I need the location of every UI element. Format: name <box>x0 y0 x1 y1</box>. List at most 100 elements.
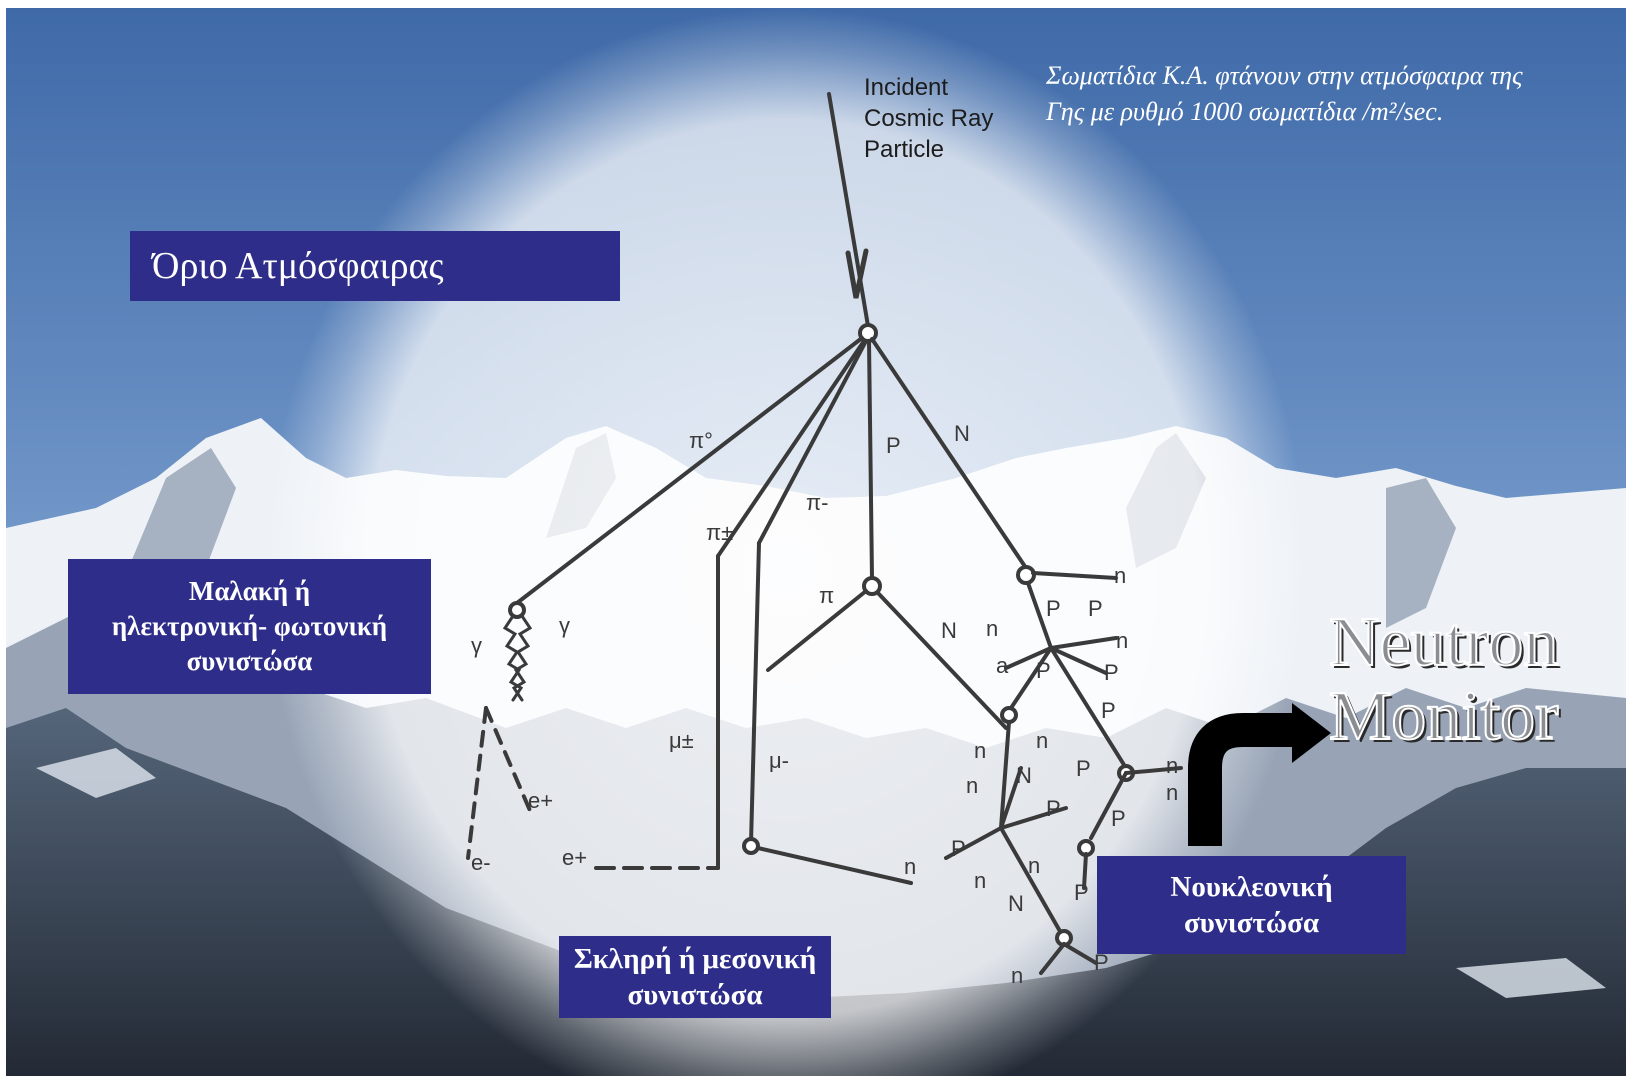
vertex-N1 <box>1016 565 1036 585</box>
label-p-9: P <box>1094 950 1109 975</box>
label-pi: π <box>819 583 834 608</box>
incident-line-2: Cosmic Ray <box>864 105 994 132</box>
label-n-13: n <box>1011 963 1023 988</box>
track-p8 <box>1062 942 1098 965</box>
track-n8 <box>1039 942 1066 975</box>
gamma-right <box>511 614 533 702</box>
label-N: N <box>954 421 970 446</box>
label-P-2: P <box>1088 596 1103 621</box>
nucleonic-component-box: Νουκλεονική συνιστώσα <box>1097 856 1406 954</box>
incident-line-1: Incident <box>864 74 949 101</box>
label-n-7: n <box>1166 753 1178 778</box>
track-p2 <box>1049 646 1108 675</box>
label-p-5: P <box>1101 698 1116 723</box>
vertex-N2 <box>1000 706 1018 724</box>
track-N <box>870 337 1028 570</box>
nucleonic-component-line-2: συνιστώσα <box>1183 907 1320 939</box>
track-pi0 <box>515 336 864 605</box>
neutron-monitor-title: Neutron Monitor <box>1328 604 1626 755</box>
label-P-4: P <box>1111 806 1126 831</box>
label-gamma-left: γ <box>471 633 482 658</box>
label-n-2: n <box>986 616 998 641</box>
label-mu-minus: μ- <box>769 748 789 773</box>
track-p <box>867 339 874 580</box>
label-mu-pm: μ± <box>669 728 694 753</box>
particle-labels: π° P N π- π± π γ γ e+ e- e+ μ± μ- n P P … <box>471 421 1178 988</box>
label-n-1: n <box>1114 563 1126 588</box>
incident-line-3: Particle <box>864 136 945 163</box>
pi-to-left <box>766 589 868 672</box>
e-plus-track <box>484 706 533 815</box>
neutron-monitor-line-1: Neutron <box>1328 604 1559 681</box>
slide: π° P N π- π± π γ γ e+ e- e+ μ± μ- n P P … <box>6 8 1626 1076</box>
label-P-3: P <box>1076 756 1091 781</box>
track-pi-minus <box>757 339 868 545</box>
soft-component-line-3: συνιστώσα <box>186 646 313 676</box>
label-pi-pm: π± <box>706 520 733 545</box>
label-e-plus-2: e+ <box>562 845 587 870</box>
label-P-1: P <box>1046 596 1061 621</box>
track-n4 <box>999 720 1011 830</box>
label-n-5: n <box>966 773 978 798</box>
label-e-plus: e+ <box>528 788 553 813</box>
label-N-3: N <box>1016 763 1032 788</box>
track-n5 <box>944 826 1003 860</box>
track-pi-pm <box>716 339 866 558</box>
incident-arrow <box>845 248 869 299</box>
gamma-left <box>502 614 524 702</box>
label-a: a <box>996 653 1009 678</box>
pi-minus-down <box>749 541 761 845</box>
label-n-9: n <box>904 854 916 879</box>
incident-track <box>827 92 870 328</box>
arrival-rate-note: Σωματίδια Κ.Α. φτάνουν στην ατμόσφαιρα τ… <box>1046 58 1626 130</box>
label-p-3: P <box>1036 658 1051 683</box>
soft-component-line-2: ηλεκτρονική- φωτονική <box>111 611 388 641</box>
label-n-11: n <box>1028 853 1040 878</box>
label-p-6: P <box>1046 796 1061 821</box>
track-p7 <box>1082 852 1088 890</box>
track-N1-down <box>1026 581 1053 650</box>
label-gamma-right: γ <box>559 613 570 638</box>
note-line-2: Γης με ρυθμό 1000 σωματίδια /m²/sec. <box>1046 97 1444 126</box>
bent-arrow-icon <box>1188 713 1296 846</box>
incident-particle-label: Incident Cosmic Ray Particle <box>864 72 993 165</box>
label-n-10: n <box>974 868 986 893</box>
track-p5 <box>999 766 1023 830</box>
atmosphere-limit-box: Όριο Ατμόσφαιρας <box>130 231 620 301</box>
label-p-4: P <box>1104 660 1119 685</box>
atmosphere-limit-label: Όριο Ατμόσφαιρας <box>152 245 444 287</box>
track-N3 <box>999 826 1063 935</box>
vertex-pi0 <box>508 601 526 619</box>
hard-component-line-1: Σκληρή ή μεσονική <box>573 943 817 975</box>
track-n2 <box>1049 636 1118 650</box>
label-pi0: π° <box>689 428 713 453</box>
nucleonic-component-line-1: Νουκλεονική <box>1170 871 1333 903</box>
hard-component-box: Σκληρή ή μεσονική συνιστώσα <box>559 936 831 1018</box>
e-minus-track <box>466 706 488 860</box>
label-n-4: n <box>974 738 986 763</box>
label-n-3: n <box>1116 628 1128 653</box>
track-a <box>1004 646 1053 670</box>
track-p4 <box>999 806 1068 830</box>
track-p3 <box>1009 646 1053 710</box>
hard-component-line-2: συνιστώσα <box>627 979 763 1011</box>
track-P6 <box>1089 771 1128 840</box>
arrow-head <box>1292 703 1331 763</box>
neutron-monitor-line-2: Monitor <box>1328 678 1559 755</box>
label-N-2: N <box>941 618 957 643</box>
track-n6 <box>1124 766 1183 775</box>
label-pi-minus: π- <box>806 490 829 515</box>
vertex-pi <box>862 576 882 596</box>
note-line-1: Σωματίδια Κ.Α. φτάνουν στην ατμόσφαιρα τ… <box>1046 61 1523 90</box>
label-e-minus: e- <box>471 850 491 875</box>
label-N-4: N <box>1008 891 1024 916</box>
soft-component-line-1: Μαλακή ή <box>188 576 311 606</box>
mu-track <box>756 846 913 885</box>
track-n3 <box>1049 646 1128 770</box>
label-n-6: n <box>1036 728 1048 753</box>
label-n-8: n <box>1166 780 1178 805</box>
vertex-mu <box>742 837 760 855</box>
pi-to-right <box>876 591 1008 730</box>
label-p-7: P <box>951 836 966 861</box>
label-p: P <box>886 433 901 458</box>
